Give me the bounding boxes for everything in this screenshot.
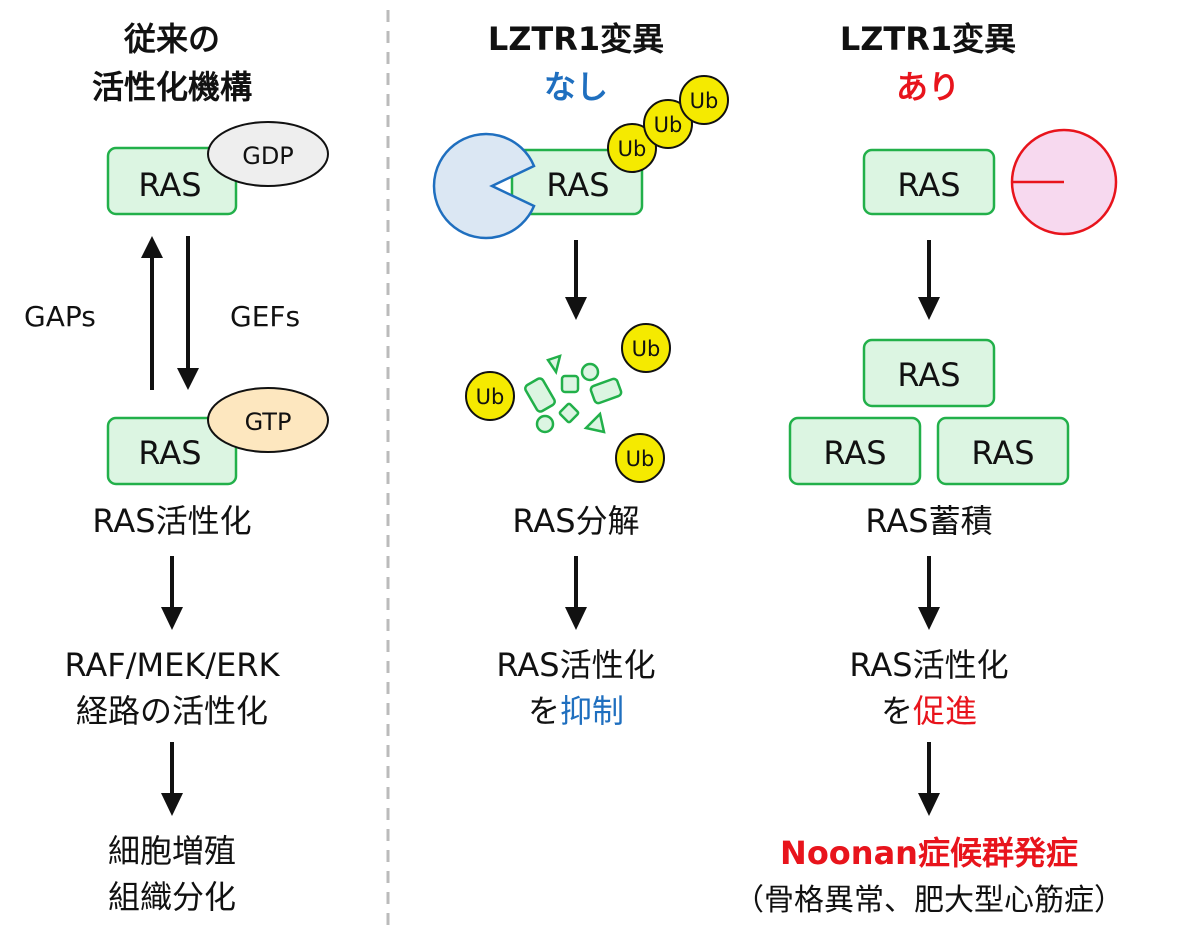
- ub-free-3-label: Ub: [626, 447, 655, 471]
- ub-chain-1-circle: [607, 123, 657, 173]
- ub-chain-1-label: Ub: [618, 137, 647, 161]
- middle-result-prefix: を: [528, 692, 560, 730]
- right-ras-stack-top: [862, 338, 996, 408]
- ras-gtp-label: RAS: [138, 434, 201, 472]
- ub-free-1-label: Ub: [632, 337, 661, 361]
- left-arrow-1-head: [161, 607, 183, 630]
- ub-chain-3-circle: [679, 75, 729, 125]
- fragment-circle-2: [535, 414, 555, 434]
- fragment-triangle-1: [546, 354, 562, 376]
- ub-chain-3-label: Ub: [690, 89, 719, 113]
- ras-fragments: [524, 354, 623, 434]
- right-result-line1: RAS活性化: [849, 646, 1008, 684]
- middle-arrow-2-head: [565, 607, 587, 630]
- fragment-rect-3: [589, 377, 623, 405]
- ub-free-3-circle: [615, 433, 665, 483]
- fragment-triangle-2: [583, 411, 606, 434]
- right-result-emphasis: 促進: [913, 692, 977, 730]
- right-arrow-2-head: [918, 607, 940, 630]
- middle-title-line2: なし: [544, 68, 608, 106]
- right-ras-box: [862, 148, 996, 216]
- middle-title-line1: LZTR1変異: [488, 20, 664, 58]
- right-result-line2: を促進: [881, 692, 977, 730]
- fragment-diamond: [558, 402, 580, 424]
- left-pathway-line1: RAF/MEK/ERK: [64, 646, 280, 684]
- left-title-line1: 従来の: [123, 20, 220, 58]
- ub-chain-2-label: Ub: [654, 113, 683, 137]
- ub-free-2-circle: [465, 371, 515, 421]
- left-ras-activation: RAS活性化: [92, 502, 251, 540]
- right-symptoms: （骨格異常、肥大型心筋症）: [734, 883, 1124, 918]
- left-pathway-line2: 経路の活性化: [76, 692, 268, 730]
- ras-gdp-label: RAS: [138, 166, 201, 204]
- middle-result-line2: を抑制: [528, 692, 624, 730]
- middle-ras-label: RAS: [546, 166, 609, 204]
- ub-free-2-label: Ub: [476, 385, 505, 409]
- right-arrow-1-head: [918, 297, 940, 320]
- gdp-label: GDP: [242, 142, 294, 170]
- gdp-ellipse: [207, 121, 329, 187]
- right-accumulation: RAS蓄積: [865, 502, 992, 540]
- fragment-rect-2: [560, 374, 580, 394]
- gaps-arrow-head: [141, 236, 163, 258]
- middle-result-emphasis: 抑制: [560, 692, 624, 730]
- right-ras-stack-right-label: RAS: [971, 434, 1034, 472]
- ras-gtp-box: [106, 416, 238, 486]
- right-disease: Noonan症候群発症: [780, 834, 1078, 872]
- right-title-line2: あり: [896, 68, 960, 106]
- middle-degradation: RAS分解: [512, 502, 639, 540]
- right-ras-label: RAS: [897, 166, 960, 204]
- gtp-ellipse: [207, 387, 329, 453]
- right-ras-stack-top-label: RAS: [897, 356, 960, 394]
- right-ras-stack-left-label: RAS: [823, 434, 886, 472]
- right-title-line1: LZTR1変異: [840, 20, 1016, 58]
- middle-arrow-1-head: [565, 297, 587, 320]
- left-outcome-line2: 組織分化: [108, 878, 236, 916]
- gefs-label: GEFs: [230, 300, 300, 333]
- right-arrow-3-head: [918, 793, 940, 816]
- fragment-rect-1: [524, 377, 556, 413]
- left-arrow-2-head: [161, 793, 183, 816]
- left-title-line2: 活性化機構: [92, 68, 252, 106]
- gaps-label: GAPs: [24, 300, 96, 333]
- right-ras-stack-left: [788, 416, 922, 486]
- middle-result-line1: RAS活性化: [496, 646, 655, 684]
- middle-ras-box: [510, 148, 644, 216]
- ub-chain-2-circle: [643, 99, 693, 149]
- gefs-arrow-head: [177, 368, 199, 390]
- lztr1-normal-shape: [432, 132, 536, 240]
- right-result-prefix: を: [881, 692, 913, 730]
- right-ras-stack-right: [936, 416, 1070, 486]
- gtp-label: GTP: [245, 408, 292, 436]
- fragment-circle-1: [580, 362, 600, 382]
- ub-free-1-circle: [621, 323, 671, 373]
- left-outcome-line1: 細胞増殖: [108, 832, 236, 870]
